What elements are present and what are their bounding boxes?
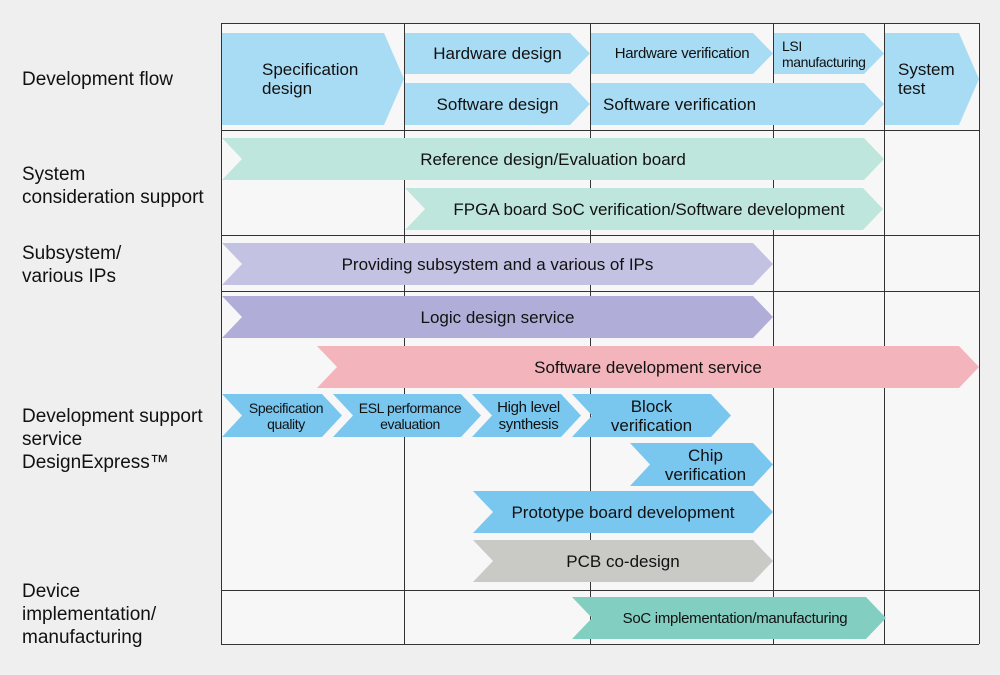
flow-software-design: Software design — [405, 83, 590, 125]
grid-line — [221, 291, 979, 292]
grid-line — [221, 23, 979, 24]
flow-specification-design: Specification design — [222, 33, 404, 125]
arrow-logic-design-service: Logic design service — [222, 296, 773, 338]
grid-line — [221, 130, 979, 131]
flow-lsi-manufacturing: LSI manufacturing — [774, 33, 884, 74]
flow-system-test: System test — [885, 33, 979, 125]
arrow-prototype-board: Prototype board development — [473, 491, 773, 533]
arrow-block-verification: Block verification — [572, 394, 731, 437]
row-label-subsystem: Subsystem/ various IPs — [22, 243, 122, 287]
grid-line — [221, 23, 222, 644]
arrow-reference-design: Reference design/Evaluation board — [222, 138, 884, 180]
arrow-software-development-service: Software development service — [317, 346, 979, 388]
grid-line — [773, 23, 774, 644]
grid-line — [979, 23, 980, 644]
flow-software-verification: Software verification — [591, 83, 884, 125]
grid-line — [221, 590, 979, 591]
row-label-device-implementation: Device implementation/ manufacturing — [22, 581, 157, 648]
grid-line — [221, 644, 979, 645]
grid-line — [221, 235, 979, 236]
flow-hardware-design: Hardware design — [405, 33, 590, 74]
arrow-esl-performance: ESL performance evaluation — [333, 394, 481, 437]
arrow-specification-quality: Specification quality — [222, 394, 342, 437]
arrow-providing-subsystem: Providing subsystem and a various of IPs — [222, 243, 773, 285]
arrow-chip-verification: Chip verification — [630, 443, 773, 486]
row-label-development-support: Development support service DesignExpres… — [22, 406, 203, 473]
grid-line — [884, 23, 885, 644]
row-label-development-flow: Development flow — [22, 69, 174, 90]
arrow-soc-implementation: SoC implementation/manufacturing — [572, 597, 886, 639]
arrow-pcb-codesign: PCB co-design — [473, 540, 773, 582]
arrow-fpga-board: FPGA board SoC verification/Software dev… — [405, 188, 883, 230]
row-label-system-consideration: System consideration support — [22, 164, 204, 208]
arrow-high-level-synthesis: High level synthesis — [472, 394, 581, 437]
flow-hardware-verification: Hardware verification — [591, 33, 773, 74]
